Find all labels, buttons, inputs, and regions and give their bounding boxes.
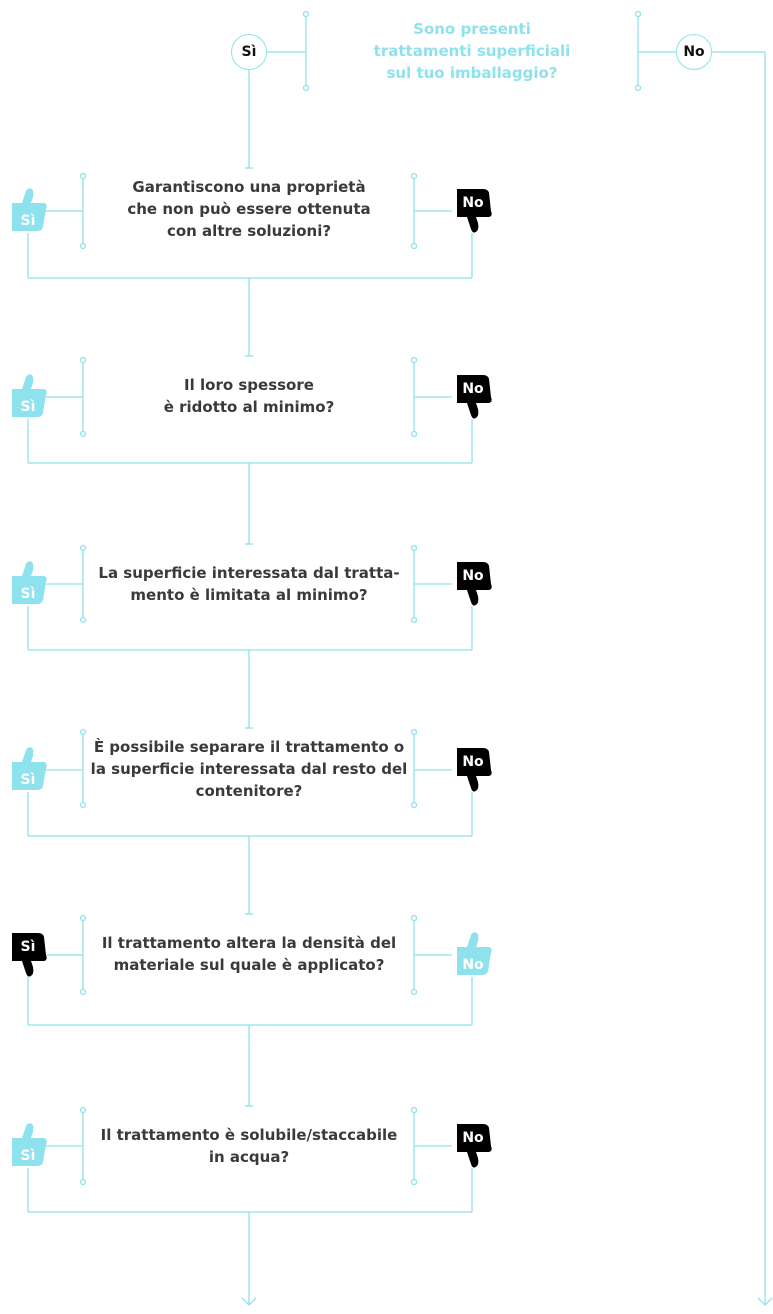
bracket-end-dot bbox=[410, 172, 418, 180]
thumb-label: No bbox=[462, 195, 484, 211]
bracket-end-dot bbox=[410, 728, 418, 736]
answer-no: No bbox=[453, 181, 493, 237]
thumb-label: No bbox=[462, 568, 484, 584]
thumb-up-icon bbox=[12, 561, 47, 604]
bracket-end-dot bbox=[410, 242, 418, 250]
bracket-end-dot bbox=[79, 1106, 87, 1114]
bracket-end-dot bbox=[410, 914, 418, 922]
thumb-down-icon bbox=[457, 748, 492, 792]
bracket-end-dot bbox=[79, 1178, 87, 1186]
answer-no: No bbox=[453, 554, 493, 610]
thumb-label: Sì bbox=[20, 772, 36, 788]
thumb-label: Sì bbox=[20, 399, 36, 415]
question-header: Sono presenti trattamenti superficiali s… bbox=[373, 20, 571, 82]
bracket-end-dot bbox=[410, 430, 418, 438]
bracket-end-dot bbox=[302, 84, 310, 92]
thumb-label: No bbox=[462, 1130, 484, 1146]
thumb-down-icon bbox=[457, 189, 492, 233]
yes-branch-pill: Sì bbox=[231, 34, 267, 70]
question-text: Il trattamento è solubile/staccabile in … bbox=[100, 1126, 398, 1166]
bracket-end-dot bbox=[410, 1178, 418, 1186]
answer-yes: Sì bbox=[8, 367, 48, 423]
thumb-down-icon bbox=[457, 562, 492, 606]
question-text: Il trattamento altera la densità del mat… bbox=[101, 934, 397, 974]
question-text: La superficie interessata dal tratta- me… bbox=[98, 564, 400, 604]
thumb-down-icon bbox=[12, 933, 47, 977]
answer-yes: Sì bbox=[8, 740, 48, 796]
bracket-end-dot bbox=[410, 616, 418, 624]
bracket-end-dot bbox=[79, 616, 87, 624]
thumb-label: No bbox=[462, 754, 484, 770]
bracket-end-dot bbox=[410, 988, 418, 996]
bracket-end-dot bbox=[79, 356, 87, 364]
thumb-label: Sì bbox=[20, 213, 36, 229]
bracket-end-dot bbox=[634, 10, 642, 18]
thumb-up-icon bbox=[12, 374, 47, 417]
thumb-label: Sì bbox=[20, 1148, 36, 1164]
thumb-up-icon bbox=[457, 932, 492, 975]
bracket-end-dot bbox=[79, 172, 87, 180]
arrow-head bbox=[241, 1297, 257, 1306]
bracket-end-dot bbox=[410, 544, 418, 552]
thumb-label: Sì bbox=[20, 939, 36, 955]
answer-no: No bbox=[453, 925, 493, 981]
question-text: Il loro spessore è ridotto al minimo? bbox=[163, 376, 335, 416]
question-text: Garantiscono una proprietà che non può e… bbox=[127, 178, 371, 240]
bracket-end-dot bbox=[79, 801, 87, 809]
bracket-end-dot bbox=[410, 356, 418, 364]
answer-yes: Sì bbox=[8, 925, 48, 981]
thumb-label: No bbox=[462, 957, 484, 973]
bracket-end-dot bbox=[410, 1106, 418, 1114]
no-branch-pill: No bbox=[676, 34, 712, 70]
bracket-end-dot bbox=[634, 84, 642, 92]
bracket-end-dot bbox=[79, 430, 87, 438]
bracket-end-dot bbox=[79, 914, 87, 922]
bracket-end-dot bbox=[79, 988, 87, 996]
answer-no: No bbox=[453, 1116, 493, 1172]
answer-yes: Sì bbox=[8, 181, 48, 237]
thumb-up-icon bbox=[12, 747, 47, 790]
bracket-end-dot bbox=[79, 242, 87, 250]
question-text: È possibile separare il trattamento o la… bbox=[90, 738, 408, 800]
arrow-head bbox=[757, 1297, 773, 1306]
thumb-label: Sì bbox=[20, 586, 36, 602]
answer-no: No bbox=[453, 740, 493, 796]
bracket-end-dot bbox=[79, 728, 87, 736]
bracket-end-dot bbox=[410, 801, 418, 809]
thumb-up-icon bbox=[12, 188, 47, 231]
bracket-end-dot bbox=[302, 10, 310, 18]
answer-yes: Sì bbox=[8, 554, 48, 610]
bracket-end-dot bbox=[79, 544, 87, 552]
thumb-up-icon bbox=[12, 1123, 47, 1166]
thumb-down-icon bbox=[457, 1124, 492, 1168]
answer-no: No bbox=[453, 367, 493, 423]
thumb-label: No bbox=[462, 381, 484, 397]
thumb-down-icon bbox=[457, 375, 492, 419]
answer-yes: Sì bbox=[8, 1116, 48, 1172]
